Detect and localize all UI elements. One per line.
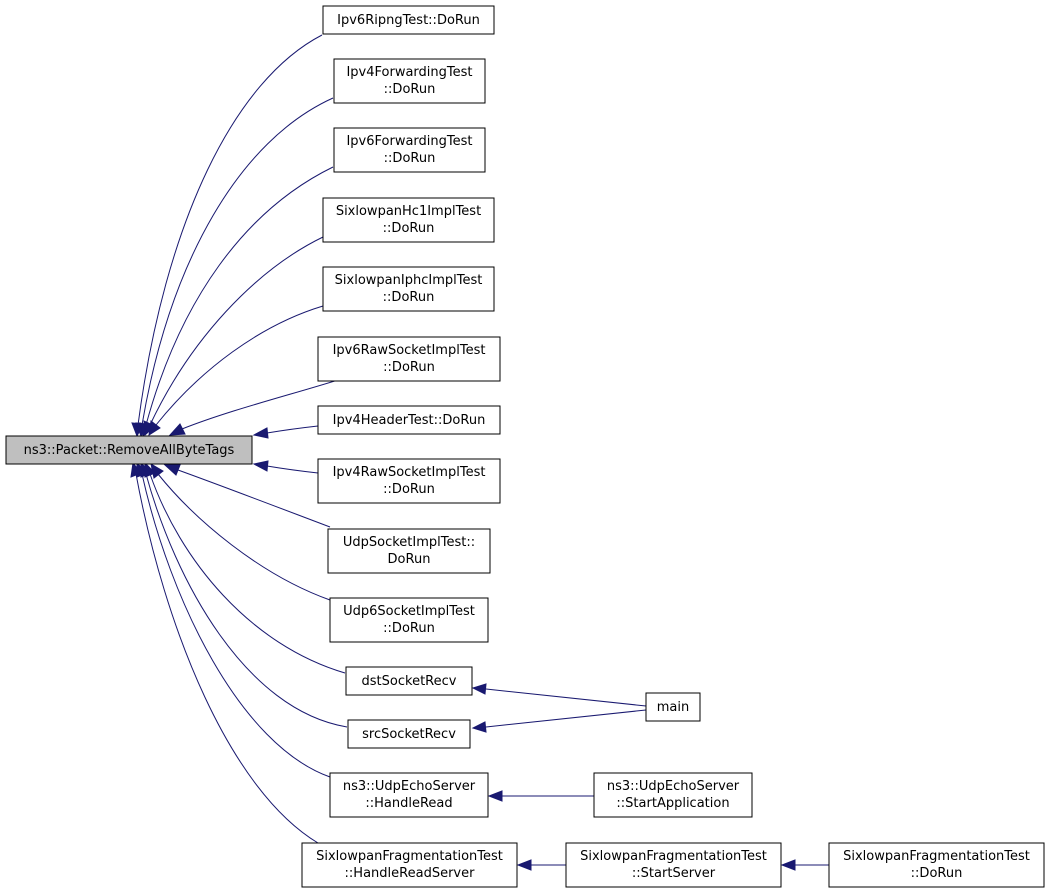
- arrow-fragstart: [516, 859, 532, 871]
- node-dstrecv[interactable]: dstSocketRecv: [345, 666, 473, 696]
- node-fragstart[interactable]: SixlowpanFragmentationTest ::StartServer: [565, 842, 782, 888]
- arrow-udpsock: [163, 464, 181, 476]
- edge-ipv6raw-to-root: [181, 379, 339, 430]
- node-fraghandle[interactable]: SixlowpanFragmentationTest ::HandleReadS…: [301, 842, 518, 888]
- node-srcrecv[interactable]: srcSocketRecv: [347, 719, 471, 749]
- node-echostart-line2: ::StartApplication: [616, 796, 729, 811]
- node-fragrun-line2: ::DoRun: [911, 866, 963, 881]
- node-ipv4raw-line2: ::DoRun: [383, 482, 435, 497]
- node-ipv6fwd-line2: ::DoRun: [384, 151, 436, 166]
- arrow-ipv4raw: [252, 460, 269, 472]
- edge-srcrecv-to-root: [145, 473, 348, 728]
- node-ipv6ripng[interactable]: Ipv6RipngTest::DoRun: [322, 5, 495, 35]
- edge-dstrecv-to-root: [149, 473, 346, 674]
- edge-echoread-to-root: [141, 473, 331, 778]
- node-main[interactable]: main: [645, 692, 701, 722]
- arrowheads: [130, 420, 796, 871]
- node-ipv6ripng-label: Ipv6RipngTest::DoRun: [337, 13, 480, 28]
- node-fragrun-line1: SixlowpanFragmentationTest: [843, 849, 1030, 864]
- node-sixiphc[interactable]: SixlowpanIphcImplTest ::DoRun: [322, 266, 495, 312]
- arrow-main-dstrecv: [471, 683, 487, 695]
- node-ipv6raw-line1: Ipv6RawSocketImplTest: [333, 343, 486, 358]
- node-ipv4hdr[interactable]: Ipv4HeaderTest::DoRun: [317, 405, 501, 435]
- arrow-fragrun: [780, 859, 796, 871]
- edges: [135, 34, 829, 866]
- node-sixhc1-line1: SixlowpanHc1ImplTest: [336, 204, 481, 219]
- node-sixhc1-line2: ::DoRun: [383, 221, 435, 236]
- node-fragrun[interactable]: SixlowpanFragmentationTest ::DoRun: [828, 842, 1045, 888]
- node-udp6sock-line2: ::DoRun: [383, 621, 435, 636]
- arrow-fraghandle: [130, 461, 142, 478]
- node-root[interactable]: ns3::Packet::RemoveAllByteTags: [5, 435, 253, 465]
- node-echostart[interactable]: ns3::UdpEchoServer ::StartApplication: [593, 772, 753, 818]
- node-ipv4raw-line1: Ipv4RawSocketImplTest: [333, 465, 486, 480]
- node-sixhc1[interactable]: SixlowpanHc1ImplTest ::DoRun: [322, 197, 495, 243]
- node-udpsock-line1: UdpSocketImplTest::: [343, 535, 475, 550]
- edge-main-to-dstrecv: [485, 688, 647, 707]
- edge-ipv4fwd-to-root: [141, 97, 334, 426]
- edge-fraghandle-to-root: [135, 473, 319, 844]
- node-fragstart-line2: ::StartServer: [632, 866, 716, 881]
- edge-ipv6fwd-to-root: [145, 166, 334, 426]
- edge-ipv4hdr-to-root: [266, 425, 319, 434]
- edge-sixhc1-to-root: [149, 236, 324, 426]
- arrow-main-srcrecv: [471, 721, 487, 733]
- arrow-sixiphc: [148, 420, 161, 437]
- node-ipv4fwd[interactable]: Ipv4ForwardingTest ::DoRun: [333, 58, 486, 104]
- node-fragstart-line1: SixlowpanFragmentationTest: [580, 849, 767, 864]
- edge-udpsock-to-root: [177, 469, 331, 528]
- arrow-echostart: [487, 790, 503, 802]
- node-srcrecv-label: srcSocketRecv: [362, 727, 456, 742]
- node-fraghandle-line1: SixlowpanFragmentationTest: [316, 849, 503, 864]
- node-udp6sock[interactable]: Udp6SocketImplTest ::DoRun: [329, 597, 489, 643]
- node-udpsock-line2: DoRun: [388, 552, 431, 567]
- arrow-ipv4hdr: [252, 427, 269, 439]
- node-dstrecv-label: dstSocketRecv: [362, 674, 457, 689]
- edge-sixiphc-to-root: [155, 305, 324, 426]
- node-echoread-line2: ::HandleRead: [365, 796, 452, 811]
- node-ipv6fwd[interactable]: Ipv6ForwardingTest ::DoRun: [333, 127, 486, 173]
- node-echoread[interactable]: ns3::UdpEchoServer ::HandleRead: [329, 772, 489, 818]
- node-sixiphc-line2: ::DoRun: [383, 290, 435, 305]
- node-ipv4raw[interactable]: Ipv4RawSocketImplTest ::DoRun: [317, 458, 501, 504]
- node-ipv4fwd-line2: ::DoRun: [384, 82, 436, 97]
- node-fraghandle-line2: ::HandleReadServer: [345, 866, 476, 881]
- arrow-ipv6raw: [168, 423, 186, 436]
- node-ipv4fwd-line1: Ipv4ForwardingTest: [346, 65, 472, 80]
- edge-ipv6ripng-to-root: [137, 34, 323, 426]
- node-main-label: main: [657, 700, 689, 715]
- node-ipv6raw-line2: ::DoRun: [383, 360, 435, 375]
- node-echoread-line1: ns3::UdpEchoServer: [343, 779, 476, 794]
- node-udpsock[interactable]: UdpSocketImplTest:: DoRun: [327, 528, 491, 574]
- node-sixiphc-line1: SixlowpanIphcImplTest: [335, 273, 483, 288]
- node-root-label: ns3::Packet::RemoveAllByteTags: [24, 443, 235, 458]
- node-echostart-line1: ns3::UdpEchoServer: [607, 779, 740, 794]
- edge-ipv4raw-to-root: [266, 465, 319, 474]
- node-ipv6fwd-line1: Ipv6ForwardingTest: [346, 134, 472, 149]
- node-ipv4hdr-label: Ipv4HeaderTest::DoRun: [333, 413, 486, 428]
- node-ipv6raw[interactable]: Ipv6RawSocketImplTest ::DoRun: [317, 336, 501, 382]
- edge-main-to-srcrecv: [485, 709, 647, 728]
- edge-udp6sock-to-root: [157, 473, 331, 601]
- node-udp6sock-line1: Udp6SocketImplTest: [343, 604, 475, 619]
